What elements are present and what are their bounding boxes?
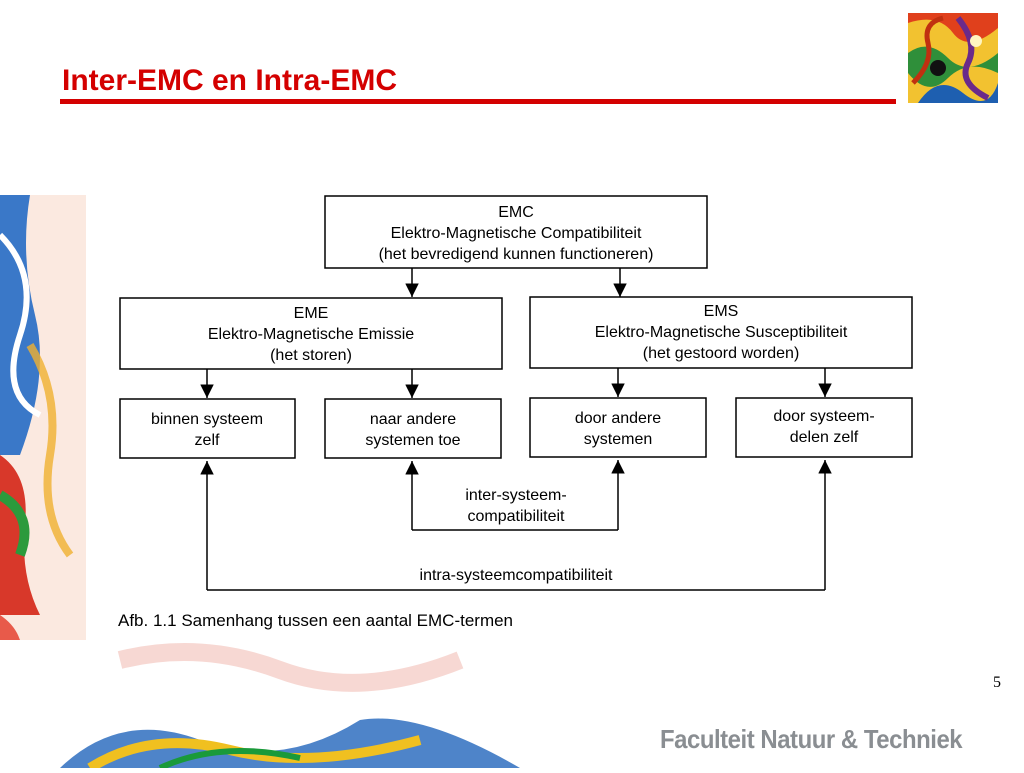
leaf-3-label-2: systemen [584, 431, 652, 448]
inter-system-label-1: inter-systeem- [465, 487, 566, 504]
leaf-box-1 [119, 398, 296, 459]
eme-box [119, 297, 503, 370]
emc-root-box [324, 195, 708, 269]
decorative-bottom-pattern [0, 640, 520, 773]
leaf-2-label-1: naar andere [370, 411, 456, 428]
leaf-4-label-1: door systeem- [773, 408, 874, 425]
leaf-1-label-1: binnen systeem [151, 411, 263, 428]
ems-label-2: Elektro-Magnetische Susceptibiliteit [595, 324, 848, 341]
ems-box [529, 296, 913, 369]
eme-label-2: Elektro-Magnetische Emissie [208, 326, 414, 343]
intra-system-label: intra-systeemcompatibiliteit [420, 567, 614, 584]
emc-concept-diagram: EMC Elektro-Magnetische Compatibiliteit … [118, 195, 913, 630]
colorful-logo-image [908, 13, 998, 103]
eme-label-1: EME [294, 305, 329, 322]
leaf-box-4 [735, 397, 913, 458]
faculty-footer: Faculteit Natuur & Techniek [660, 724, 963, 754]
page-number: 5 [993, 674, 1001, 691]
leaf-4-label-2: delen zelf [790, 429, 859, 446]
eme-label-3: (het storen) [270, 347, 352, 364]
leaf-box-2 [324, 398, 502, 459]
emc-root-label-2: Elektro-Magnetische Compatibiliteit [391, 225, 642, 242]
figure-caption: Afb. 1.1 Samenhang tussen een aantal EMC… [118, 611, 513, 630]
emc-root-label-1: EMC [498, 204, 534, 221]
leaf-2-label-2: systemen toe [365, 432, 460, 449]
leaf-3-label-1: door andere [575, 410, 661, 427]
ems-label-3: (het gestoord worden) [643, 345, 800, 362]
leaf-1-label-2: zelf [195, 432, 220, 449]
title-underline [60, 99, 896, 104]
leaf-box-3 [529, 397, 707, 458]
emc-root-label-3: (het bevredigend kunnen functioneren) [379, 246, 654, 263]
inter-system-label-2: compatibiliteit [468, 508, 565, 525]
slide-title: Inter-EMC en Intra-EMC [62, 64, 398, 97]
ems-label-1: EMS [704, 303, 739, 320]
